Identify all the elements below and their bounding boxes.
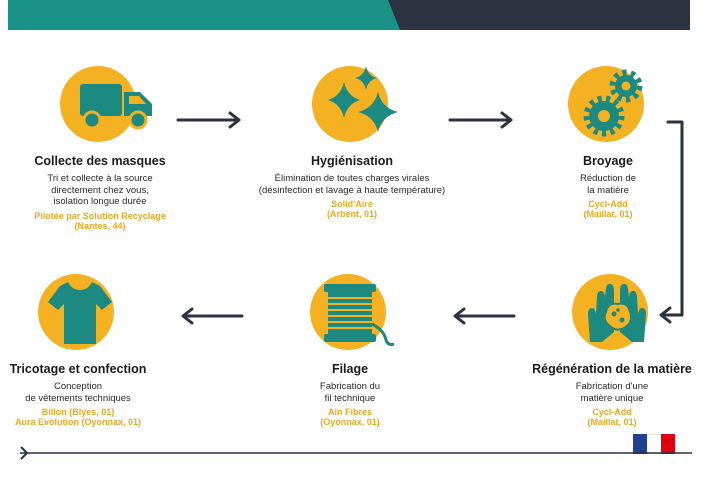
french-flag-icon — [633, 434, 675, 454]
desc-line: Réduction de — [580, 173, 636, 184]
desc-line: (désinfection et lavage à haute températ… — [258, 184, 446, 196]
desc-line: de vêtements techniques — [25, 392, 131, 404]
step-broyage: Broyage Réduction de la matière Cycl-Add… — [508, 66, 708, 219]
step-hygienisation: Hygiénisation Élimination de toutes char… — [252, 66, 452, 219]
step-collecte: Collecte des masques Tri et collecte à l… — [0, 66, 200, 231]
desc-line: isolation longue durée — [53, 196, 147, 207]
partner-line: Solid'Aire — [331, 199, 373, 209]
step-title: Hygiénisation — [311, 154, 393, 168]
partner-line: (Arbent, 01) — [326, 209, 377, 219]
partner-line: (Maillat, 01) — [587, 417, 637, 427]
partner-line: Cycl-Add — [592, 407, 632, 417]
tshirt-icon — [48, 282, 112, 344]
thread-spool-icon — [324, 284, 395, 346]
arrow-left-icon — [453, 307, 516, 325]
step-description: Fabrication du fil technique — [250, 381, 450, 404]
desc-line: directement chez vous, — [51, 184, 149, 196]
step-description: Fabrication d'une matière unique — [512, 381, 712, 404]
truck-icon — [80, 84, 152, 130]
desc-line: fil technique — [324, 392, 376, 404]
partner-line: Aura Evolution (Oyonnax, 01) — [14, 417, 142, 427]
arrow-right-icon — [176, 111, 241, 129]
step-partner: Solid'Aire (Arbent, 01) — [252, 199, 452, 219]
step-partner: Ain Fibres (Oyonnax, 01) — [250, 407, 450, 427]
arrow-right-icon — [448, 111, 513, 129]
gears-icon — [583, 69, 643, 137]
step-description: Tri et collecte à la source directement … — [0, 173, 200, 208]
step-title: Régénération de la matière — [532, 362, 692, 376]
partner-line: (Maillat, 01) — [583, 209, 633, 219]
step-partner: Billon (Blyes, 01) Aura Evolution (Oyonn… — [0, 407, 178, 427]
desc-line: Fabrication du — [319, 381, 381, 392]
step-title: Broyage — [582, 154, 634, 168]
timeline-arrow-icon — [20, 446, 692, 460]
desc-line: Conception — [53, 381, 103, 392]
header-banner — [8, 0, 690, 30]
step-description: Réduction de la matière — [508, 173, 708, 196]
partner-line: (Nantes, 44) — [74, 220, 126, 231]
flag-red-stripe — [661, 434, 675, 454]
hands-material-icon — [588, 283, 646, 342]
step-title: Filage — [331, 362, 369, 376]
step-description: Élimination de toutes charges virales (d… — [252, 173, 452, 196]
desc-line: Fabrication d'une — [575, 381, 649, 392]
desc-line: la matière — [587, 184, 629, 196]
desc-line: matière unique — [580, 392, 644, 404]
step-title: Tricotage et confection — [9, 362, 147, 376]
desc-line: Tri et collecte à la source — [47, 173, 153, 184]
partner-line: (Oyonnax, 01) — [320, 417, 380, 427]
partner-line: Cycl-Add — [588, 199, 628, 209]
step-partner: Cycl-Add (Maillat, 01) — [512, 407, 712, 427]
step-partner: Pilotée par Solution Recyclage (Nantes, … — [0, 211, 200, 231]
step-partner: Cycl-Add (Maillat, 01) — [508, 199, 708, 219]
arrow-left-icon — [181, 307, 244, 325]
arrow-down-connector-icon — [659, 120, 684, 324]
step-tricotage: Tricotage et confection Conception de vê… — [0, 274, 178, 427]
partner-line: Pilotée par Solution Recyclage — [34, 210, 166, 221]
step-regeneration: Régénération de la matière Fabrication d… — [512, 274, 712, 427]
step-description: Conception de vêtements techniques — [0, 381, 178, 404]
step-filage: Filage Fabrication du fil technique Ain … — [250, 274, 450, 427]
partner-line: Billon (Blyes, 01) — [41, 407, 115, 417]
sparkles-icon — [328, 66, 398, 132]
desc-line: Élimination de toutes charges virales — [274, 173, 430, 184]
partner-line: Ain Fibres — [327, 407, 372, 417]
flag-blue-stripe — [633, 434, 647, 454]
step-title: Collecte des masques — [34, 154, 166, 168]
